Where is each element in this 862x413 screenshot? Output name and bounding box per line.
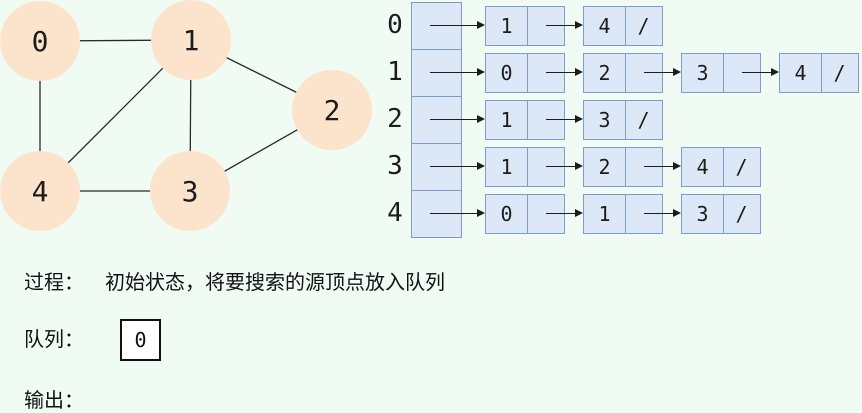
process-label: 过程： <box>24 272 84 294</box>
adj-node-value: 2 <box>598 154 611 179</box>
adj-node-value: 1 <box>500 107 513 132</box>
adj-node-cell-divider <box>821 53 822 92</box>
adj-arrow-3-head <box>430 165 477 168</box>
adj-node-value: 1 <box>500 154 513 179</box>
adj-node-cell-divider <box>527 6 528 45</box>
graph-node-label-4: 4 <box>32 175 49 208</box>
adj-node-2-3: 3/ <box>583 99 663 140</box>
adj-node-4-3: 3/ <box>681 193 761 234</box>
adj-node-1-0: 0 <box>485 52 565 93</box>
adj-row-index-2: 2 <box>387 104 403 134</box>
adj-row-index-0: 0 <box>387 10 403 40</box>
graph-node-3 <box>150 151 230 231</box>
adj-node-cell-divider <box>527 194 528 233</box>
adj-node-cell-divider <box>625 194 626 233</box>
adj-arrow-1-1 <box>644 71 673 74</box>
graph-node-label-0: 0 <box>32 25 49 58</box>
adj-node-1-4: 4/ <box>779 52 859 93</box>
graph-node-label-3: 3 <box>182 175 199 208</box>
process-description: 初始状态，将要搜索的源顶点放入队列 <box>105 272 445 294</box>
adj-node-pointer: / <box>735 154 748 179</box>
adj-node-cell-divider <box>625 100 626 139</box>
adj-arrow-4-1 <box>644 212 673 215</box>
graph-node-2 <box>292 70 372 150</box>
graph-node-label-1: 1 <box>183 24 200 57</box>
adj-arrow-2-0 <box>546 118 575 121</box>
adj-node-value: 4 <box>696 154 709 179</box>
adj-node-pointer: / <box>637 107 650 132</box>
graph-node-4 <box>0 151 80 231</box>
adj-node-value: 0 <box>500 60 513 85</box>
adj-arrow-3-1 <box>644 165 673 168</box>
adj-node-value: 3 <box>696 60 709 85</box>
queue-items: 0 <box>120 319 161 361</box>
process-line: 过程： 初始状态，将要搜索的源顶点放入队列 <box>24 266 445 295</box>
adj-arrow-1-2 <box>742 71 771 74</box>
adj-arrow-1-head <box>430 71 477 74</box>
adj-node-value: 3 <box>696 201 709 226</box>
adj-node-0-4: 4/ <box>583 5 663 46</box>
adj-node-cell-divider <box>723 147 724 186</box>
adj-arrow-0-head <box>430 24 477 27</box>
adj-node-cell-divider <box>625 147 626 186</box>
adj-node-cell-divider <box>625 53 626 92</box>
adj-row-index-4: 4 <box>387 198 403 228</box>
graph-node-0 <box>0 1 80 81</box>
output-line: 输出： <box>24 384 120 412</box>
adj-node-4-1: 1 <box>583 193 663 234</box>
adj-row-index-1: 1 <box>387 57 403 87</box>
adj-node-value: 0 <box>500 201 513 226</box>
adj-node-cell-divider <box>723 194 724 233</box>
queue-line: 队列： 0 <box>24 319 161 361</box>
adj-arrow-1-0 <box>546 71 575 74</box>
adj-row-index-3: 3 <box>387 151 403 181</box>
adj-node-value: 4 <box>794 60 807 85</box>
adj-node-cell-divider <box>527 147 528 186</box>
graph-canvas: 0 1 2 3 4 <box>0 0 372 231</box>
adj-node-value: 1 <box>598 201 611 226</box>
graph-node-1 <box>151 0 231 80</box>
adj-arrow-3-0 <box>546 165 575 168</box>
adj-node-cell-divider <box>625 6 626 45</box>
adj-arrow-4-0 <box>546 212 575 215</box>
adj-node-value: 2 <box>598 60 611 85</box>
adj-node-cell-divider <box>527 100 528 139</box>
queue-item: 0 <box>120 319 161 361</box>
adj-arrow-4-head <box>430 212 477 215</box>
adj-node-value: 3 <box>598 107 611 132</box>
graph-node-label-2: 2 <box>324 94 341 127</box>
adj-node-pointer: / <box>735 201 748 226</box>
output-label: 输出： <box>24 389 84 412</box>
queue-label: 队列： <box>24 329 84 351</box>
adj-node-pointer: / <box>833 60 846 85</box>
adj-node-value: 1 <box>500 13 513 38</box>
adj-arrow-0-0 <box>546 24 575 27</box>
adj-node-cell-divider <box>723 53 724 92</box>
adj-node-3-4: 4/ <box>681 146 761 187</box>
adj-node-value: 4 <box>598 13 611 38</box>
adj-node-pointer: / <box>637 13 650 38</box>
adj-node-cell-divider <box>527 53 528 92</box>
adj-arrow-2-head <box>430 118 477 121</box>
